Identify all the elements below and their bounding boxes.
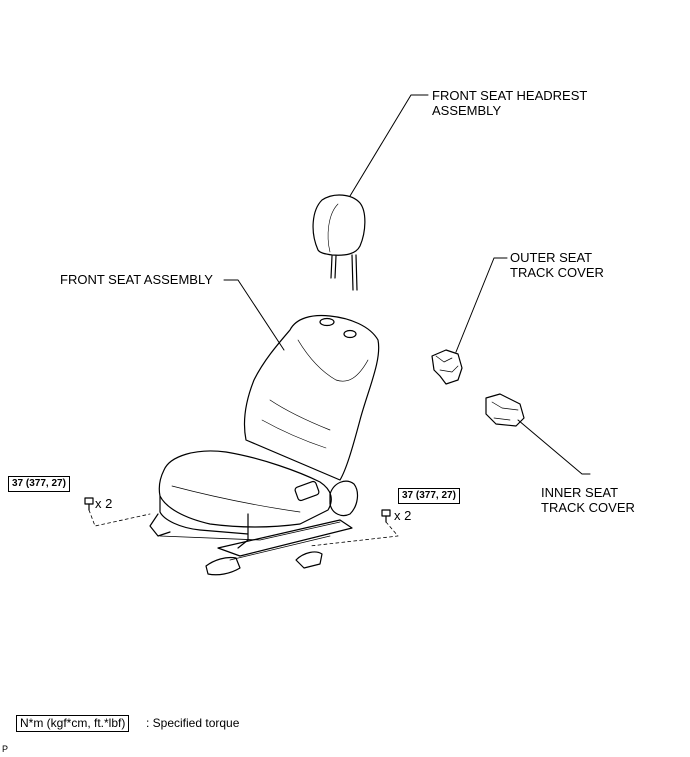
left-bolt-icon [84,497,94,511]
inner-cover-label-line2: TRACK COVER [541,500,635,515]
outer-track-cover-drawing [431,349,463,385]
bolt-quantity-left: x 2 [95,496,113,511]
seat-assembly-label: FRONT SEAT ASSEMBLY [60,272,213,287]
torque-spec-right: 37 (377, 27) [398,488,460,504]
torque-spec-left: 37 (377, 27) [8,476,70,492]
inner-cover-label-line1: INNER SEAT [541,485,619,500]
outer-cover-label-line1: OUTER SEAT [510,250,593,265]
legend-description: : Specified torque [146,716,240,730]
bolt-quantity-right: x 2 [394,508,412,523]
outer-cover-leader-line [455,257,508,353]
left-bolt-dashed-line [88,509,151,527]
seat-drawing [149,314,380,576]
legend-torque-units: N*m (kgf*cm, ft.*lbf) [16,715,130,732]
headrest-label-line1: FRONT SEAT HEADREST [432,88,588,103]
outer-cover-label-line2: TRACK COVER [510,265,604,280]
seat-assembly-leader-line [223,279,285,351]
right-bolt-dashed-line [309,521,399,547]
headrest-leader-line [349,94,429,197]
headrest-drawing [312,194,366,291]
inner-track-cover-drawing [485,393,525,427]
inner-cover-leader-line [517,419,591,475]
right-bolt-icon [381,509,391,523]
headrest-label-line2: ASSEMBLY [432,103,502,118]
corner-code: P [2,744,9,754]
